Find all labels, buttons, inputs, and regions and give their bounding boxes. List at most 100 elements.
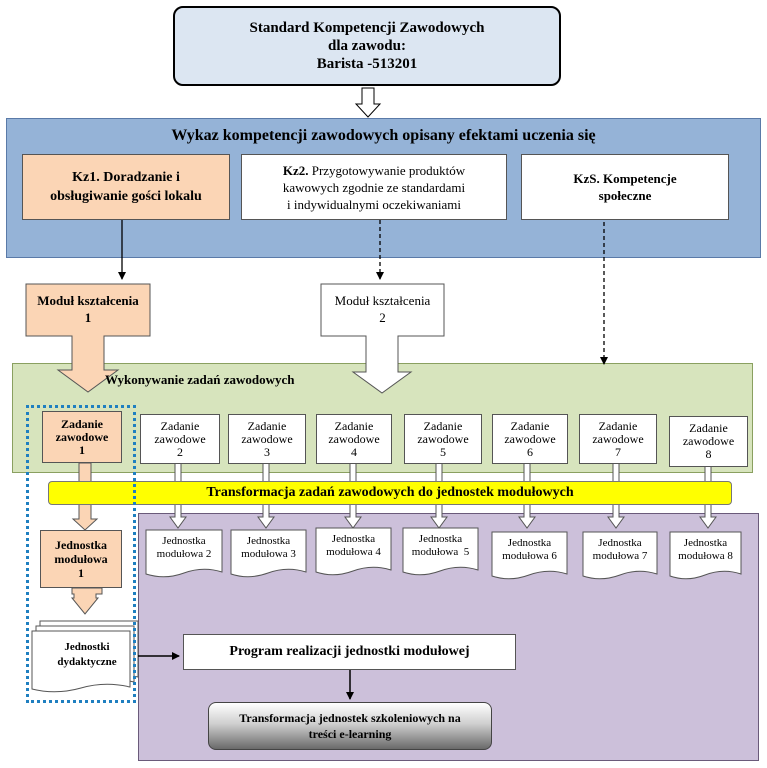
task-7: Zadanie zawodowe 7	[579, 414, 657, 464]
program-box: Program realizacji jednostki modułowej	[183, 634, 516, 670]
didactic-units: Jednostki dydaktyczne	[47, 635, 127, 675]
kz2-line1: Kz2. Przygotowywanie produktów	[283, 162, 465, 179]
elearning-box: Transformacja jednostek szkoleniowych na…	[208, 702, 492, 750]
tasks-panel-title: Wykonywanie zadań zawodowych	[105, 372, 295, 387]
unit5-doc-shape	[402, 527, 479, 576]
task-8: Zadanie zawodowe 8	[669, 416, 748, 467]
unit7-doc-shape	[582, 531, 658, 580]
task1-line2: zawodowe	[55, 429, 109, 444]
task-5: Zadanie zawodowe 5	[404, 414, 482, 464]
task2-line3: 2	[177, 444, 183, 459]
task1-line3: 1	[79, 442, 85, 457]
unit8-doc-shape	[669, 531, 742, 580]
task-3: Zadanie zawodowe 3	[228, 414, 306, 464]
task7-line2: zawodowe	[592, 431, 644, 446]
unit-7: Jednostka modułowa 7	[583, 535, 657, 565]
didactic-doc-front	[31, 630, 131, 693]
task4-line1: Zadanie	[334, 418, 374, 433]
unit5-line1: Jednostka	[418, 533, 463, 545]
unit1-to-didactic-arrow	[70, 587, 103, 615]
kz1-line1: Kz1. Doradzanie i	[72, 170, 180, 185]
task-4: Zadanie zawodowe 4	[316, 414, 392, 464]
unit-6: Jednostka modułowa 6	[492, 535, 567, 565]
unit1-line1: Jednostka	[54, 538, 107, 552]
didactic-line1: Jednostki	[64, 641, 110, 653]
unit6-line1: Jednostka	[507, 537, 552, 549]
unit4-doc-shape	[315, 527, 392, 576]
unit-1: Jednostka modułowa 1	[40, 530, 122, 588]
kzs-line2: społeczne	[598, 188, 652, 203]
task7-line3: 7	[615, 444, 621, 459]
competency-list-title: Wykaz kompetencji zawodowych opisany efe…	[171, 127, 596, 144]
task4-line3: 4	[351, 444, 357, 459]
unit-4: Jednostka modułowa 4	[316, 531, 391, 561]
task3-line3: 3	[264, 444, 270, 459]
task6-line1: Zadanie	[510, 418, 550, 433]
unit-5: Jednostka modułowa 5	[403, 531, 478, 561]
kz1-line2: obsługiwanie gości lokalu	[50, 189, 202, 204]
unit2-doc-shape	[145, 529, 223, 578]
transformation-bar: Transformacja zadań zawodowych do jednos…	[48, 481, 732, 505]
unit3-doc-shape	[230, 529, 307, 578]
competency-kz1: Kz1. Doradzanie i obsługiwanie gości lok…	[22, 154, 230, 220]
task3-line2: zawodowe	[241, 431, 293, 446]
module1-label: Moduł kształcenia 1	[26, 285, 150, 333]
unit5-line2: modułowa 5	[411, 546, 470, 558]
task8-line1: Zadanie	[689, 421, 728, 435]
task6-line2: zawodowe	[504, 431, 556, 446]
unit3-line2: modułowa 3	[241, 548, 296, 560]
module2-line1: Moduł kształcenia	[334, 293, 431, 308]
module2-block-arrow	[320, 283, 445, 394]
unit7-line1: Jednostka	[598, 537, 642, 549]
module1-block-arrow	[25, 283, 151, 393]
task5-line3: 5	[440, 444, 446, 459]
task8-line3: 8	[705, 447, 712, 461]
task2-line1: Zadanie	[160, 418, 200, 433]
standard-box: Standard Kompetencji Zawodowych dla zawo…	[173, 6, 561, 86]
unit6-doc-shape	[491, 531, 568, 580]
task4-line2: zawodowe	[328, 431, 380, 446]
elearning-line2: treści e-learning	[308, 727, 392, 741]
kz2-line2: kawowych zgodnie ze standardami	[282, 179, 466, 195]
task3-line1: Zadanie	[247, 418, 287, 433]
module2-line2: 2	[379, 310, 386, 325]
standard-line3: Barista -513201	[316, 56, 418, 72]
kz2-code: Kz2.	[282, 162, 309, 178]
task7-line1: Zadanie	[598, 418, 638, 433]
task1-line1: Zadanie	[60, 416, 103, 431]
unit8-line1: Jednostka	[683, 537, 728, 549]
unit1-line2: modułowa	[54, 552, 108, 566]
unit-3: Jednostka modułowa 3	[231, 533, 306, 563]
unit-8: Jednostka modułowa 8	[670, 535, 741, 565]
task-2: Zadanie zawodowe 2	[140, 414, 220, 464]
task2-line2: zawodowe	[154, 431, 206, 446]
hollow-arrow-standard-to-list	[354, 87, 382, 118]
module1-line1: Moduł kształcenia	[37, 293, 139, 308]
module2-label: Moduł kształcenia 2	[321, 285, 444, 333]
kz2-line1-text: Przygotowywanie produktów	[308, 162, 466, 178]
unit8-line2: modułowa 8	[678, 550, 733, 562]
unit-2: Jednostka modułowa 2	[146, 533, 222, 563]
module1-line2: 1	[84, 310, 92, 325]
task5-line1: Zadanie	[423, 418, 463, 433]
task5-line2: zawodowe	[417, 431, 469, 446]
task-6: Zadanie zawodowe 6	[492, 414, 568, 464]
standard-line2: dla zawodu:	[328, 38, 406, 54]
standard-line1: Standard Kompetencji Zawodowych	[249, 20, 485, 36]
kzs-line1: KzS. Kompetencje	[573, 171, 677, 186]
didactic-line2: dydaktyczne	[57, 656, 117, 668]
task-1: Zadanie zawodowe 1	[42, 411, 122, 463]
module1-path-highlight	[26, 405, 136, 703]
unit1-line3: 1	[78, 566, 84, 580]
unit4-line1: Jednostka	[331, 533, 376, 545]
unit3-line1: Jednostka	[246, 535, 291, 547]
unit4-line2: modułowa 4	[326, 546, 381, 558]
unit6-line2: modułowa 6	[502, 550, 557, 562]
elearning-line1: Transformacja jednostek szkoleniowych na	[239, 711, 461, 725]
task6-line3: 6	[527, 444, 533, 459]
unit2-line1: Jednostka	[162, 535, 206, 547]
competency-kz2: Kz2. Przygotowywanie produktów kawowych …	[241, 154, 507, 220]
competency-kzs: KzS. Kompetencje społeczne	[521, 154, 729, 220]
unit2-line2: modułowa 2	[156, 548, 212, 560]
